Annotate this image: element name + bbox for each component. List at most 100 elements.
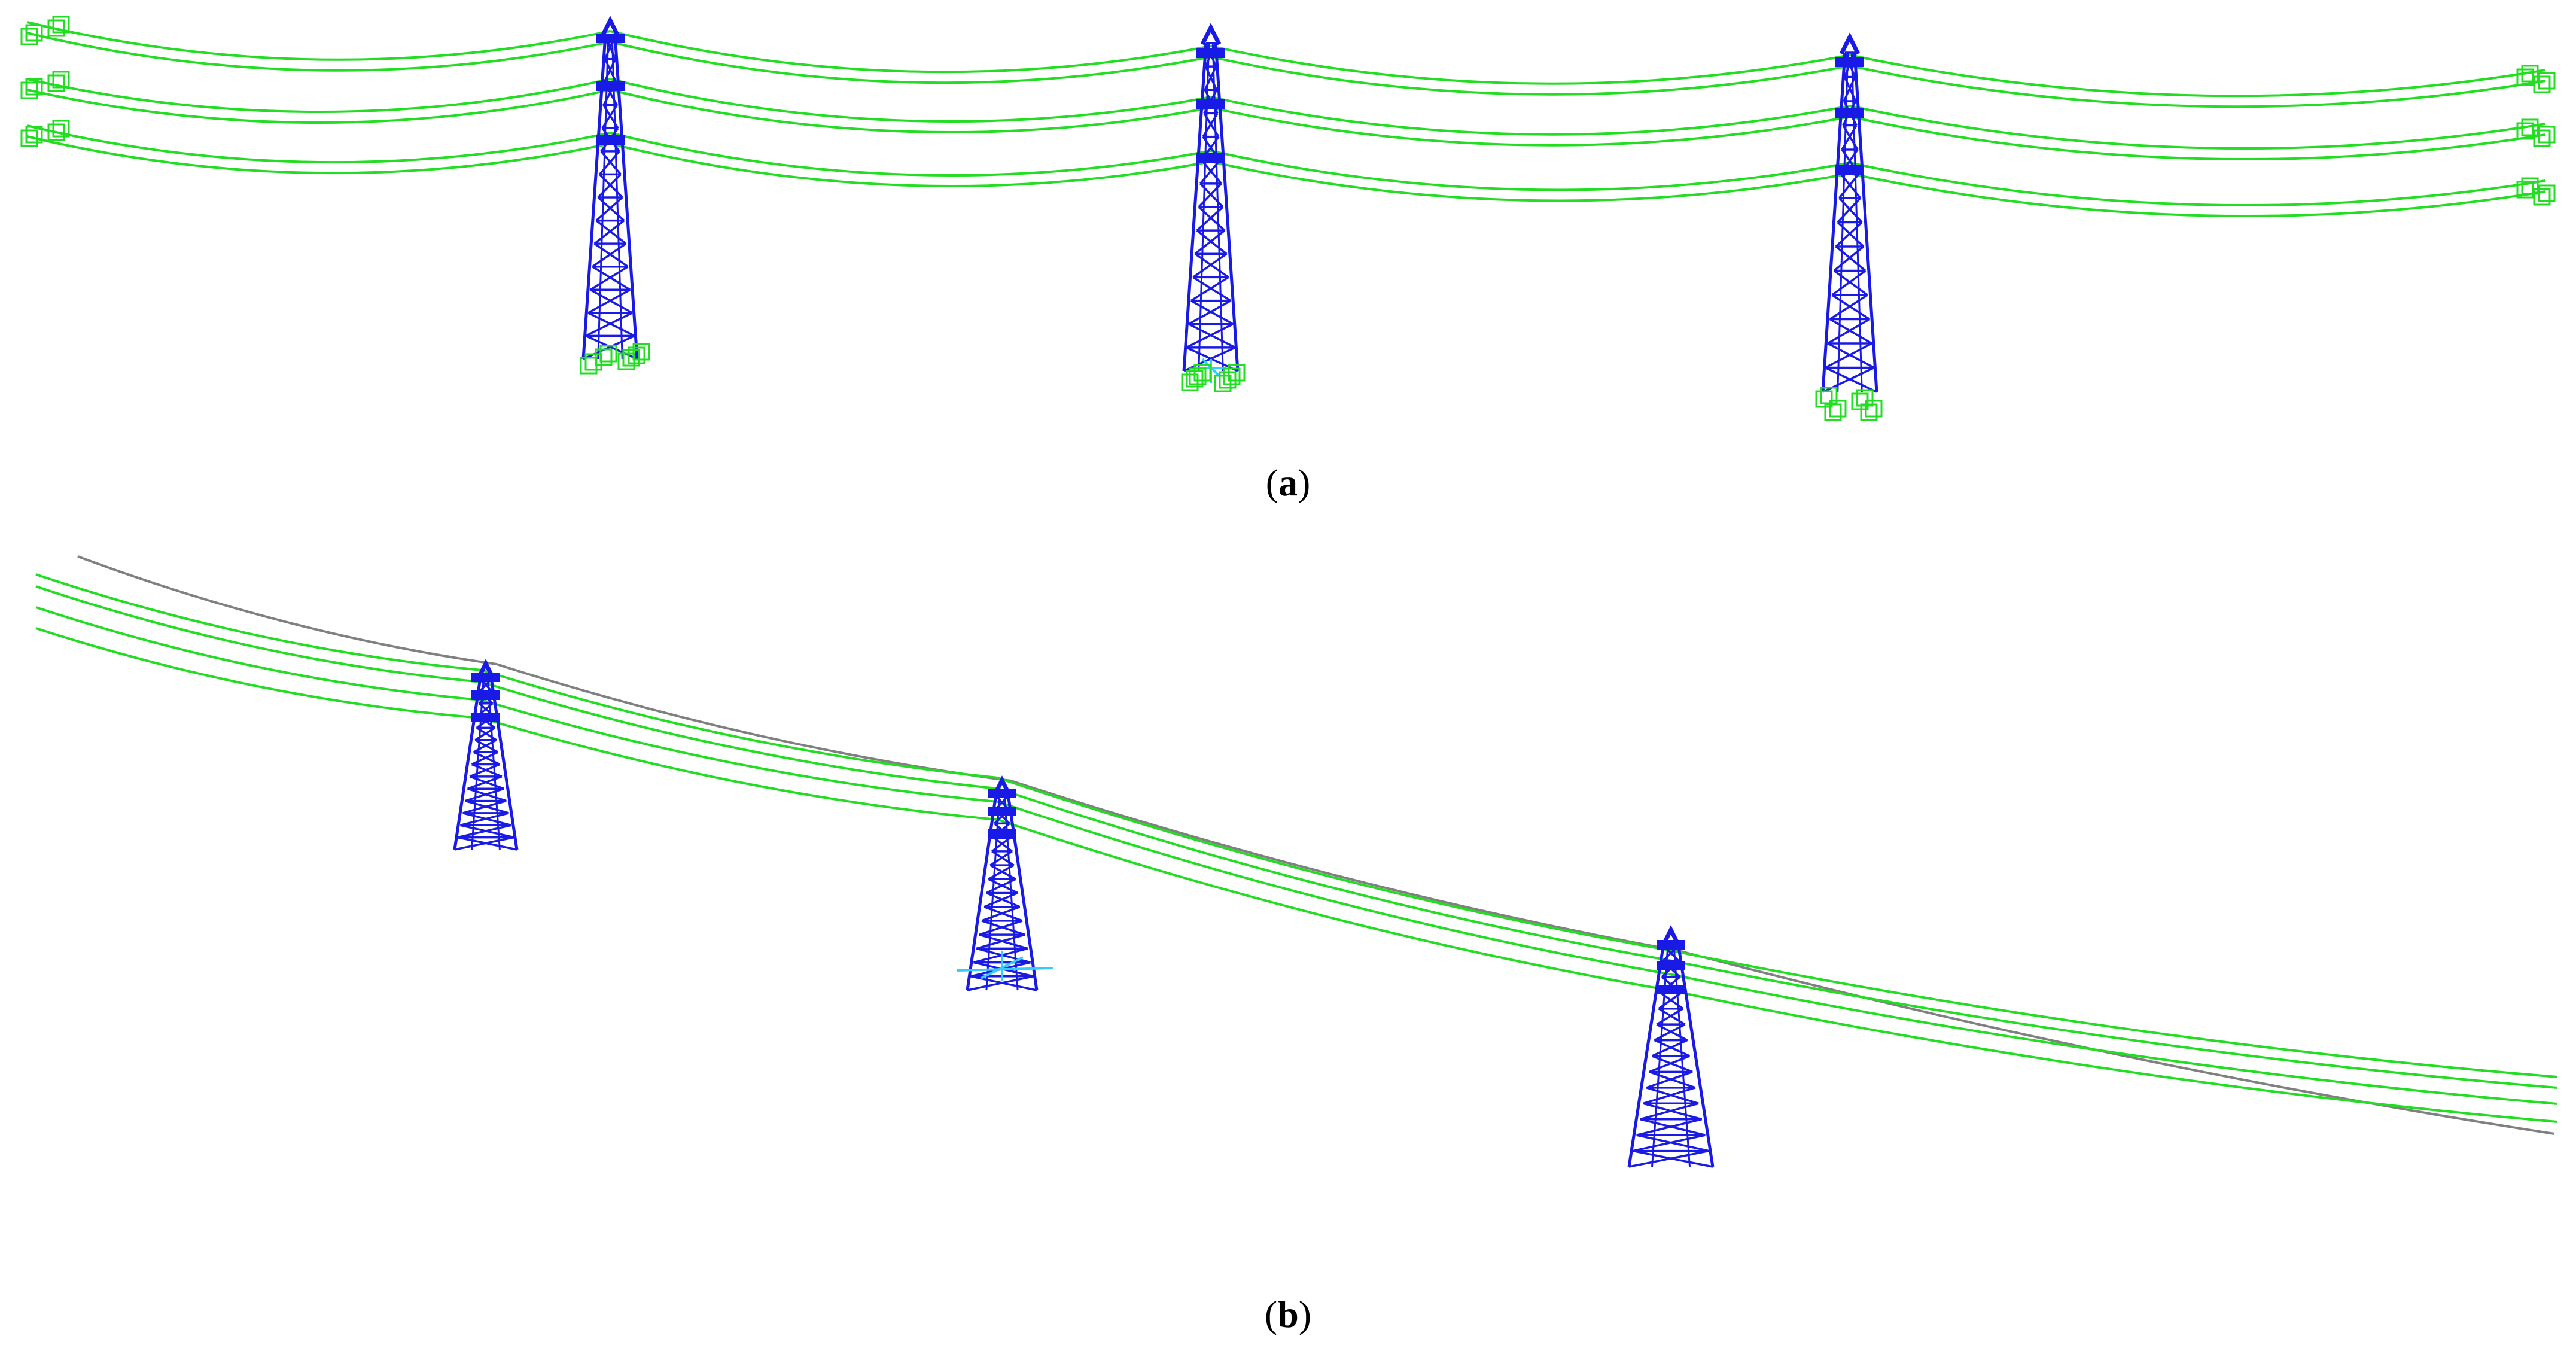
conductor-line [610,41,1211,84]
conductor-line [26,135,611,175]
conductor-line [997,777,1670,951]
panel-b-perspective-view [0,538,2576,1348]
support-box-icon [2538,126,2556,144]
conductor-line [1668,989,2558,1123]
tower-2-supports [1181,364,1246,392]
conductor-line [1210,106,1850,147]
support-box-icon [1189,367,1207,385]
conductor-line [1210,96,1850,136]
support-box-icon [632,343,650,361]
conductor-line [35,606,482,701]
conductor-line [997,787,1670,961]
support-box-icon [52,120,70,138]
conductor-group [35,573,2558,1123]
tower-1 [453,659,519,851]
tower-3-supports [1815,387,1883,421]
right-end-supports [2516,65,2556,206]
tower-3 [1821,32,1878,393]
conductor-line [26,124,611,164]
panel-a-caption: (a) [1265,461,1311,504]
support-box-icon [1228,364,1246,382]
conductor-group [26,21,2546,218]
panel-b-caption: (b) [1264,1293,1312,1335]
support-box-icon [1820,387,1838,404]
conductor-line [481,717,998,821]
support-box-icon [25,126,43,144]
support-box-icon [1815,390,1833,408]
support-box-icon [1193,364,1211,382]
tower-1 [581,16,639,360]
conductor-line [26,32,611,72]
conductor-line [35,585,482,683]
support-box-icon [20,81,38,99]
conductor-line [1210,45,1850,85]
support-box-icon [1824,403,1842,421]
conductor-line [610,30,1211,74]
conductor-line [610,132,1211,177]
support-box-icon [595,348,613,366]
conductor-line [35,627,482,719]
conductor-line [610,78,1211,123]
conductor-line [1210,160,1850,202]
support-box-icon [599,345,617,363]
conductor-line [26,78,611,113]
conductor-line [26,89,611,124]
support-box-icon [2521,118,2539,136]
support-box-icon [622,349,640,367]
support-box-icon [628,346,645,364]
perspective-view-drawing [35,555,2558,1168]
conductor-line [481,681,998,790]
support-box-icon [1856,389,1874,407]
support-box-icon [25,24,43,42]
ground-wire-line [1010,780,1682,953]
support-box-icon [2521,65,2539,83]
conductor-line [1668,959,2558,1089]
conductor-line [481,669,998,779]
support-box-icon [2538,72,2556,90]
conductor-line [1668,949,2558,1078]
conductor-line [1210,56,1850,96]
support-box-icon [617,352,635,370]
support-box-icon [2533,129,2551,147]
support-box-icon [47,123,65,141]
ground-wire-line [77,555,497,665]
support-box-icon [47,74,65,92]
support-box-icon [47,19,65,37]
conductor-line [997,801,1670,975]
support-box-icon [1860,403,1878,421]
support-box-icon [1223,367,1241,385]
conductor-line [1849,162,2546,207]
support-box-icon [1829,400,1847,418]
support-box-icon [20,28,38,45]
conductor-line [1849,115,2546,161]
conductor-line [1668,973,2558,1105]
support-box-icon [2538,184,2556,202]
tower-3 [1627,925,1715,1168]
support-box-icon [2516,68,2534,86]
conductor-line [997,818,1670,991]
tower-2 [1182,23,1240,372]
conductor-line [610,89,1211,134]
conductor-line [35,573,482,671]
support-box-icon [52,71,70,89]
conductor-line [1849,172,2546,218]
panel-a-side-view [0,0,2576,473]
anchor-marker-icon [957,951,1053,981]
conductor-line [481,699,998,803]
conductor-line [1849,65,2546,108]
support-box-icon [580,357,598,375]
ground-wire-line [1680,950,2555,1135]
left-end-supports [20,16,70,147]
support-box-icon [2521,177,2539,195]
side-view-drawing [20,16,2556,421]
tower-1-supports [580,343,650,375]
support-box-icon [52,16,70,34]
panel-a-label: a [1278,461,1298,504]
support-box-icon [2533,75,2551,93]
ground-wire-line [496,663,1012,782]
support-box-icon [1865,400,1883,418]
support-box-icon [2533,188,2551,206]
support-box-icon [20,129,38,147]
support-box-icon [2516,181,2534,199]
conductor-line [1210,150,1850,191]
